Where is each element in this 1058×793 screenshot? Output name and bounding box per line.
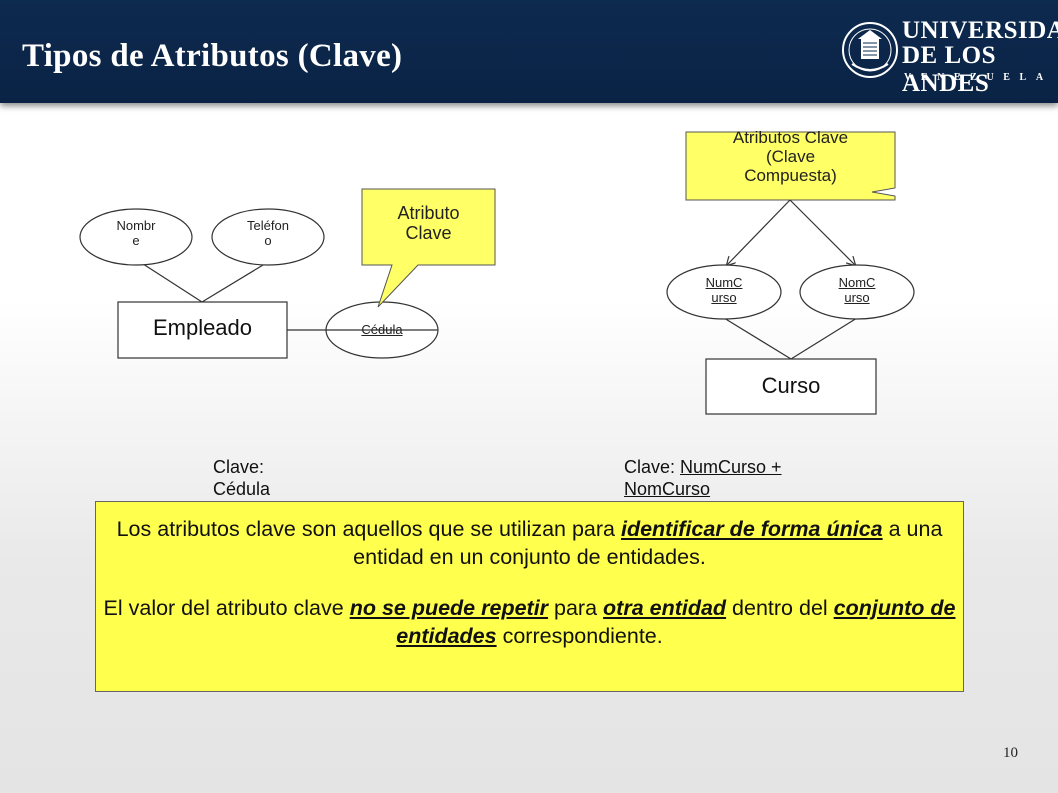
seal-icon [842, 22, 898, 78]
line-telefono-empleado [201, 261, 269, 303]
callout-clave-compuesta [685, 131, 896, 201]
logo-line-2: DE LOS ANDES [902, 42, 997, 97]
page-number: 10 [1003, 745, 1018, 761]
label-telefono: Teléfon o [247, 218, 289, 248]
arrow-to-numcurso [727, 199, 791, 265]
label-empleado: Empleado [152, 315, 253, 340]
entity-curso [705, 358, 877, 415]
callout-atributo-clave [361, 188, 496, 308]
slide-title: Tipos de Atributos (Clave) [22, 38, 403, 74]
definition-paragraph-1: Los atributos clave son aquellos que se … [116, 517, 943, 569]
logo-line-3: VENEZUELA [904, 72, 1053, 83]
label-nombre: Nombr e [116, 218, 156, 248]
arrow-to-nomcurso [789, 199, 855, 265]
attribute-telefono [211, 208, 325, 266]
line-nombre-empleado [139, 261, 203, 303]
key-summary-curso: Clave: NumCurso + NomCurso [624, 457, 782, 499]
label-callout-atributo-clave: Atributo Clave [397, 203, 460, 244]
definition-note: Los atributos clave son aquellos que se … [95, 501, 964, 692]
label-cedula: Cédula [361, 322, 403, 337]
label-nomcurso: NomC urso [838, 275, 876, 305]
key-summary-empleado: Clave: Cédula [213, 457, 271, 499]
label-curso: Curso [761, 373, 821, 398]
entity-empleado [117, 301, 288, 359]
key-attribute-numcurso [666, 264, 782, 320]
line-numcurso-curso [723, 317, 792, 360]
definition-paragraph-2: El valor del atributo clave no se puede … [103, 596, 956, 648]
attribute-nombre [79, 208, 193, 266]
key-attribute-nomcurso [799, 264, 915, 320]
label-numcurso: NumC urso [705, 275, 743, 305]
label-callout-clave-compuesta: Atributos Clave (Clave Compuesta) [732, 128, 849, 186]
line-nomcurso-curso [790, 317, 858, 360]
